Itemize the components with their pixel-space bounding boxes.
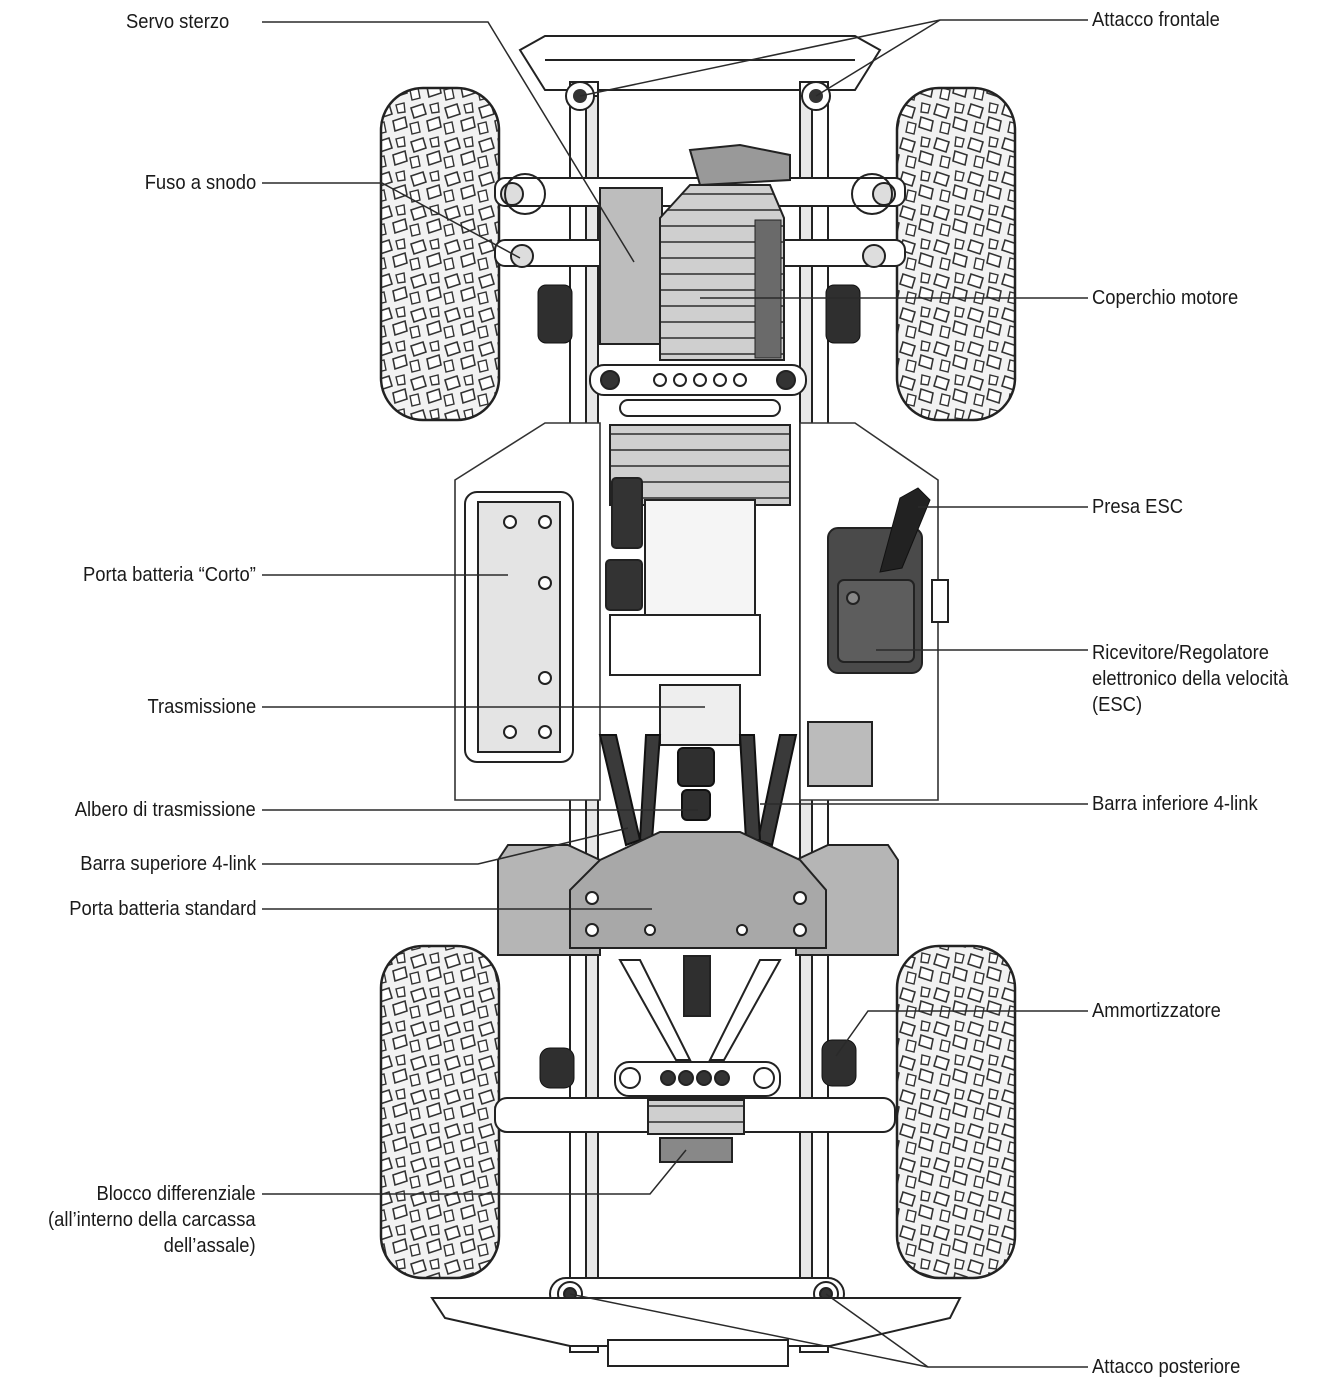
esc-module [807, 721, 873, 787]
motor-cover [659, 143, 791, 361]
front-shocks [537, 284, 861, 344]
drive-shaft [677, 747, 715, 821]
leader-attacco-posteriore [569, 1293, 1088, 1368]
label-blocco-differenziale-line2: (all’interno della carcassa [48, 1209, 256, 1231]
label-attacco-frontale: Attacco frontale [1092, 9, 1220, 31]
label-porta-batteria-corto: Porta batteria “Corto” [83, 564, 256, 586]
label-ricevitore-line2: elettronico della velocità [1092, 668, 1289, 690]
leader-blocco-differenziale [262, 1149, 687, 1195]
lower-4link-bars [598, 734, 798, 847]
label-presa-esc: Presa ESC [1092, 496, 1184, 518]
leader-ammortizzatore [835, 1010, 1088, 1057]
label-ricevitore-line3: (ESC) [1092, 694, 1143, 716]
label-ricevitore-line1: Ricevitore/Regolatore [1092, 642, 1269, 664]
label-attacco-posteriore: Attacco posteriore [1092, 1356, 1241, 1378]
short-battery-tray [464, 491, 574, 763]
rear-links [618, 955, 782, 1061]
label-barra-inferiore-4link: Barra inferiore 4-link [1092, 793, 1258, 815]
leader-attacco-frontale [579, 19, 1088, 97]
standard-battery-tray [497, 831, 899, 956]
leader-barra-superiore [262, 827, 629, 865]
label-porta-batteria-standard: Porta batteria standard [68, 898, 256, 920]
label-servo-sterzo: Servo sterzo [125, 11, 229, 33]
leader-fuso-a-snodo [262, 182, 521, 259]
rear-axle [494, 1061, 896, 1163]
label-trasmissione: Trasmissione [147, 696, 256, 718]
front-crossmember [589, 364, 807, 417]
label-ammortizzatore: Ammortizzatore [1092, 1000, 1221, 1022]
rear-shocks [539, 1039, 857, 1089]
label-ricevitore-esc: Ricevitore/Regolatore elettronico della … [1092, 640, 1288, 718]
front-bumper [518, 35, 882, 91]
esc-plug [879, 487, 931, 573]
label-fuso-a-snodo: Fuso a snodo [144, 172, 256, 194]
label-blocco-differenziale-line1: Blocco differenziale [96, 1183, 256, 1205]
label-barra-superiore-4link: Barra superiore 4-link [80, 853, 256, 875]
transmission-assembly [605, 424, 791, 746]
label-coperchio-motore: Coperchio motore [1092, 287, 1239, 309]
label-albero-di-trasmissione: Albero di trasmissione [74, 799, 256, 821]
servo-steering [599, 187, 663, 345]
label-blocco-differenziale: Blocco differenziale (all’interno della … [48, 1181, 256, 1259]
tire-rear-right [895, 944, 1017, 1280]
leader-servo-sterzo [262, 21, 635, 263]
rear-bumper [430, 1297, 962, 1367]
label-blocco-differenziale-line3: dell’assale) [163, 1235, 256, 1257]
